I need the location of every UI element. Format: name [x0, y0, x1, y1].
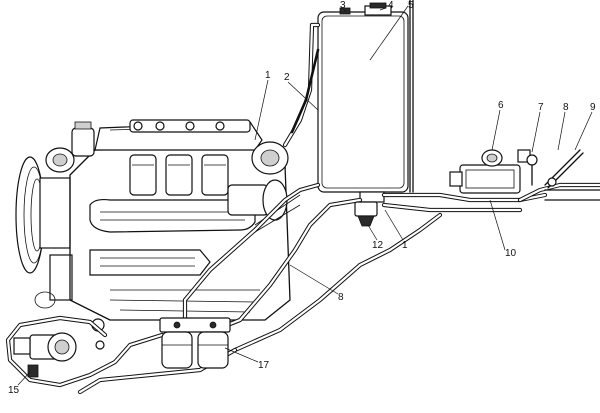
callout-4: 4: [388, 0, 394, 11]
callout-1-top: 1: [265, 70, 271, 81]
drain-valve: [354, 201, 378, 227]
callout-15: 15: [8, 385, 20, 396]
auxiliary-heater: [449, 149, 531, 194]
callout-8-right: 8: [563, 102, 569, 113]
callout-1-bottom: 1: [402, 240, 408, 251]
fuel-tank: [317, 0, 414, 203]
callout-6: 6: [498, 100, 504, 111]
callout-17: 17: [258, 360, 270, 371]
fuel-filters: [159, 317, 231, 369]
callout-5: 5: [408, 0, 414, 11]
control-lever: [544, 149, 584, 189]
callout-10: 10: [505, 248, 517, 259]
fuel-valve: [526, 154, 538, 186]
callout-7: 7: [538, 102, 544, 113]
callout-12: 12: [372, 240, 384, 251]
callout-3: 3: [340, 0, 346, 11]
priming-pump: [13, 332, 77, 378]
leader-lines: [17, 5, 593, 386]
engine-block: [15, 119, 301, 350]
callout-labels: 1 2 3 4 5 6 7 8 9 10 1 12 8 17 15: [8, 0, 596, 396]
fuel-lines: [5, 22, 600, 395]
callout-9: 9: [590, 102, 596, 113]
callout-2: 2: [284, 72, 290, 83]
callout-8-left: 8: [338, 292, 344, 303]
